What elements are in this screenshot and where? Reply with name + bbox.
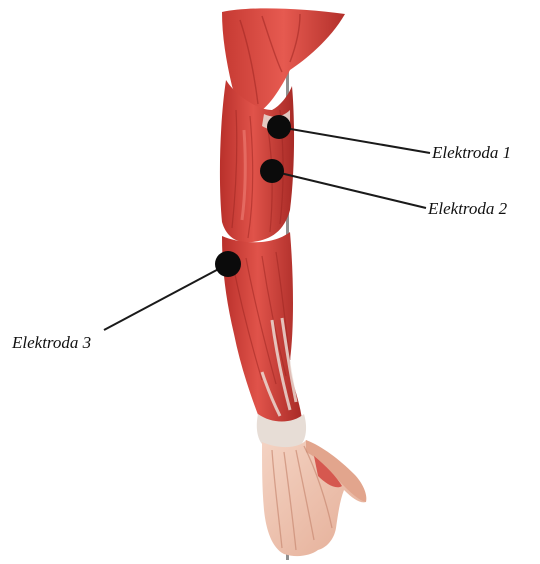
electrode-3-label: Elektroda 3 xyxy=(12,333,91,353)
leader-line-1 xyxy=(279,127,430,153)
electrode-2-marker xyxy=(260,159,284,183)
leader-line-2 xyxy=(272,171,426,208)
shoulder-muscle xyxy=(222,8,345,110)
electrode-3-marker xyxy=(215,251,241,277)
electrode-1-label: Elektroda 1 xyxy=(432,143,511,163)
leader-line-3 xyxy=(104,264,228,330)
electrode-2-label: Elektroda 2 xyxy=(428,199,507,219)
electrode-1-marker xyxy=(267,115,291,139)
